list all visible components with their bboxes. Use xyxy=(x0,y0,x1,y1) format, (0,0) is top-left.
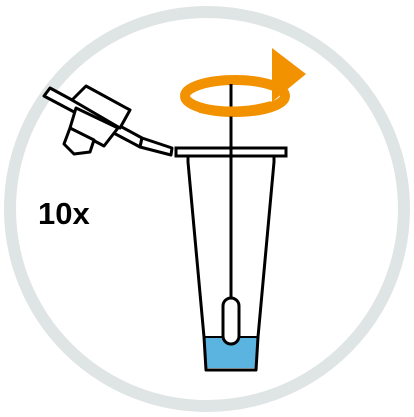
buffer-liquid-icon xyxy=(204,337,258,368)
repeat-count-label: 10x xyxy=(38,196,90,231)
tube-cap-icon xyxy=(42,84,174,157)
swab-stick-icon xyxy=(221,84,241,346)
circle-frame-icon xyxy=(4,6,410,412)
rotate-arrow-front xyxy=(198,101,274,117)
rotate-arrow-icon xyxy=(180,48,306,117)
